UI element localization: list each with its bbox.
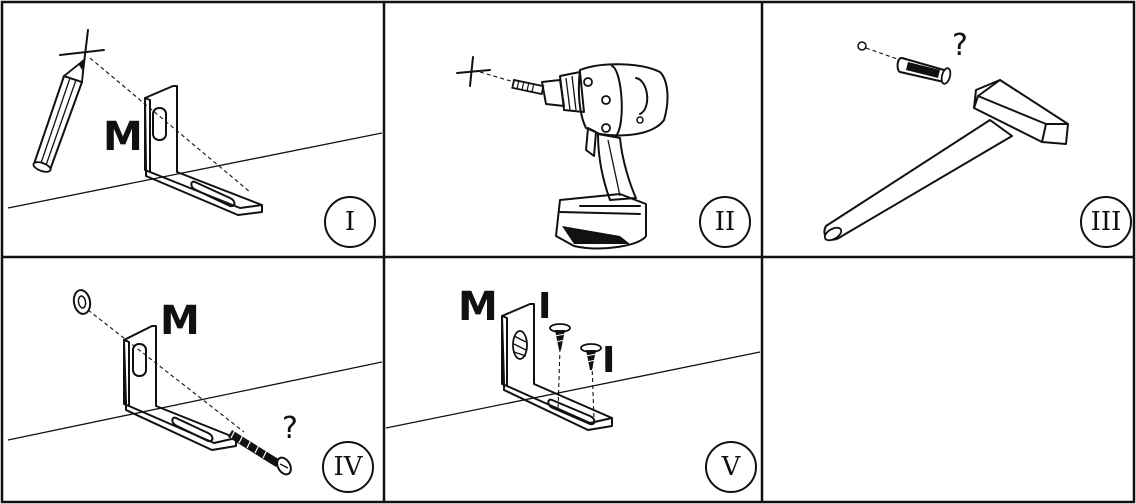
wall-plug-end-icon bbox=[72, 289, 92, 315]
alignment-dashed-line bbox=[479, 71, 515, 83]
wall-edge-line bbox=[385, 351, 761, 429]
alignment-dashed-line bbox=[865, 47, 901, 61]
screw-mark-1: I bbox=[538, 286, 551, 327]
angle-bracket-icon bbox=[144, 85, 263, 216]
step-number-badge: V bbox=[705, 441, 757, 493]
screw-icon bbox=[549, 323, 571, 350]
screw-mark-2: I bbox=[602, 340, 615, 381]
panel-step-5: M I I V bbox=[385, 284, 761, 493]
screw-icon bbox=[228, 427, 292, 476]
panel-step-1: M I bbox=[7, 29, 383, 248]
screw-icon bbox=[580, 343, 602, 370]
wall-plug-icon bbox=[896, 57, 952, 85]
panel-step-3: ? III bbox=[823, 28, 1132, 248]
step-numeral: V bbox=[721, 452, 742, 482]
panel-step-4: M ? IV bbox=[7, 289, 383, 493]
panel-step-2: II bbox=[456, 56, 751, 250]
mark-cross-icon bbox=[456, 56, 491, 87]
step-number-badge: II bbox=[699, 196, 751, 248]
step-numeral: I bbox=[345, 207, 355, 237]
unknown-part-mark: ? bbox=[282, 411, 298, 446]
cordless-drill-icon bbox=[511, 63, 669, 250]
hammer-icon bbox=[823, 79, 1069, 242]
angle-bracket-icon bbox=[501, 303, 613, 431]
bracket-label-m: M bbox=[103, 114, 143, 160]
bracket-label-m: M bbox=[458, 284, 498, 330]
step-number-badge: I bbox=[324, 196, 376, 248]
wall-edge-line bbox=[7, 132, 383, 209]
pencil-icon bbox=[32, 57, 86, 173]
alignment-dashed-line bbox=[87, 309, 245, 433]
angle-bracket-icon bbox=[123, 325, 237, 451]
panel-empty bbox=[764, 259, 1132, 500]
alignment-dashed-line bbox=[557, 347, 561, 411]
wall-edge-line bbox=[7, 361, 383, 441]
step-numeral: II bbox=[715, 207, 736, 237]
step-number-badge: IV bbox=[322, 441, 374, 493]
step-number-badge: III bbox=[1080, 196, 1132, 248]
alignment-dashed-line bbox=[591, 363, 595, 421]
unknown-part-mark: ? bbox=[952, 28, 968, 63]
bracket-label-m: M bbox=[160, 298, 200, 344]
step-numeral: IV bbox=[333, 452, 363, 482]
wall-hole-icon bbox=[857, 41, 867, 51]
step-numeral: III bbox=[1091, 207, 1122, 237]
